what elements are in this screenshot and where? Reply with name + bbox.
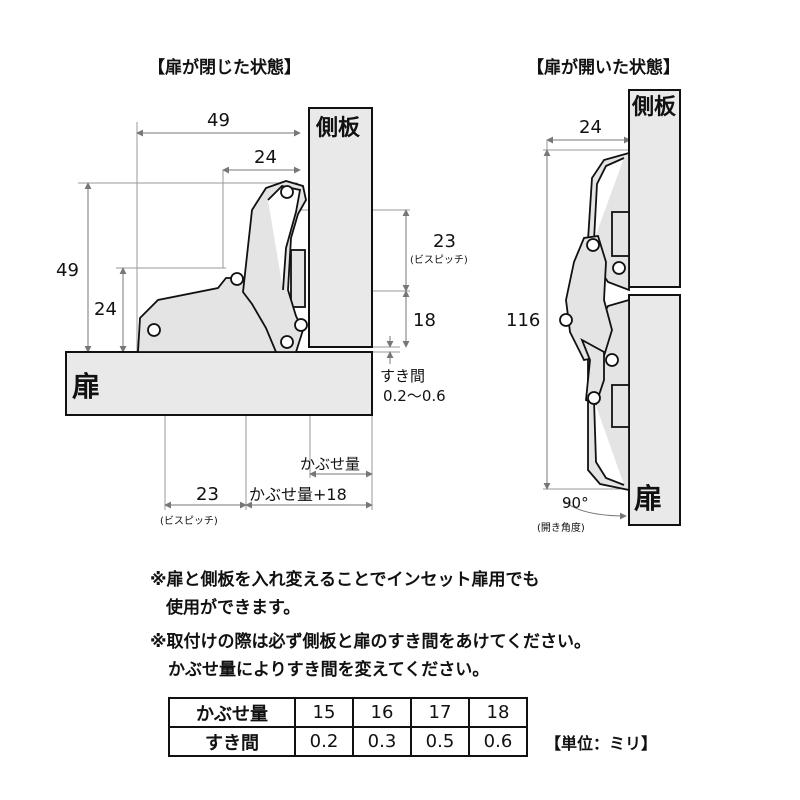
closed-dim-right-23: 23 — [433, 231, 456, 252]
note-line-3: ※取付けの際は必ず側板と扉のすき間をあけてください。 — [150, 632, 592, 652]
table-cell: 0.5 — [410, 726, 470, 757]
table-row: かぶせ量 15 16 17 18 — [168, 697, 528, 728]
table-header-overlay: かぶせ量 — [168, 697, 296, 728]
overlay-gap-table: かぶせ量 15 16 17 18 すき間 0.2 0.3 0.5 0.6 — [168, 697, 528, 757]
closed-dim-left-49: 49 — [56, 260, 79, 281]
open-title: 【扉が開いた状態】 — [527, 57, 680, 78]
closed-dim-right-18: 18 — [413, 310, 436, 331]
closed-gap-label: すき間 — [380, 367, 425, 385]
closed-side-panel — [308, 107, 373, 348]
open-angle-note: (開き角度) — [537, 521, 585, 534]
closed-dim-bottom-23-note: (ビスピッチ) — [160, 515, 218, 527]
open-dim-top-24: 24 — [579, 117, 602, 138]
unit-label: 【単位：ミリ】 — [545, 734, 658, 753]
note-line-4: かぶせ量によりすき間を変えてください。 — [168, 660, 490, 680]
closed-state-view: 【扉が閉じた状態】 側板 扉 — [56, 57, 468, 527]
closed-door-panel — [65, 351, 373, 416]
table-cell: 18 — [468, 697, 528, 728]
table-cell: 17 — [410, 697, 470, 728]
open-side-panel — [628, 89, 681, 288]
open-door-label: 扉 — [634, 482, 662, 515]
open-dim-left-116: 116 — [506, 310, 540, 331]
closed-side-label: 側板 — [315, 116, 361, 141]
closed-dim-left-24: 24 — [94, 299, 117, 320]
table-cell: 0.2 — [294, 726, 354, 757]
open-angle-label: 90° — [562, 494, 589, 512]
note-line-1: ※扉と側板を入れ変えることでインセット扉用でも — [150, 570, 540, 590]
table-header-gap: すき間 — [168, 726, 296, 757]
table-row: すき間 0.2 0.3 0.5 0.6 — [168, 726, 528, 757]
closed-door-label: 扉 — [72, 370, 100, 403]
closed-overlay-label: かぶせ量 — [300, 455, 360, 473]
table-cell: 15 — [294, 697, 354, 728]
table-cell: 0.6 — [468, 726, 528, 757]
closed-hinge-mechanism — [137, 180, 308, 353]
open-hinge-mechanism — [559, 151, 630, 492]
closed-title: 【扉が閉じた状態】 — [148, 57, 301, 78]
table-cell: 0.3 — [352, 726, 412, 757]
open-side-label: 側板 — [631, 95, 677, 120]
closed-dim-top-24: 24 — [254, 147, 277, 168]
open-state-view: 【扉が開いた状態】 側板 扉 24 — [506, 57, 681, 534]
closed-dim-top-49: 49 — [207, 110, 230, 131]
note-line-2: 使用ができます。 — [166, 598, 301, 618]
table-cell: 16 — [352, 697, 412, 728]
closed-gap-range: 0.2～0.6 — [383, 387, 446, 405]
closed-dim-bottom-overlay18: かぶせ量+18 — [249, 485, 347, 504]
closed-dim-bottom-23: 23 — [196, 484, 219, 505]
open-door-panel — [628, 294, 681, 526]
closed-dim-right-23-note: (ビスピッチ) — [410, 254, 468, 266]
